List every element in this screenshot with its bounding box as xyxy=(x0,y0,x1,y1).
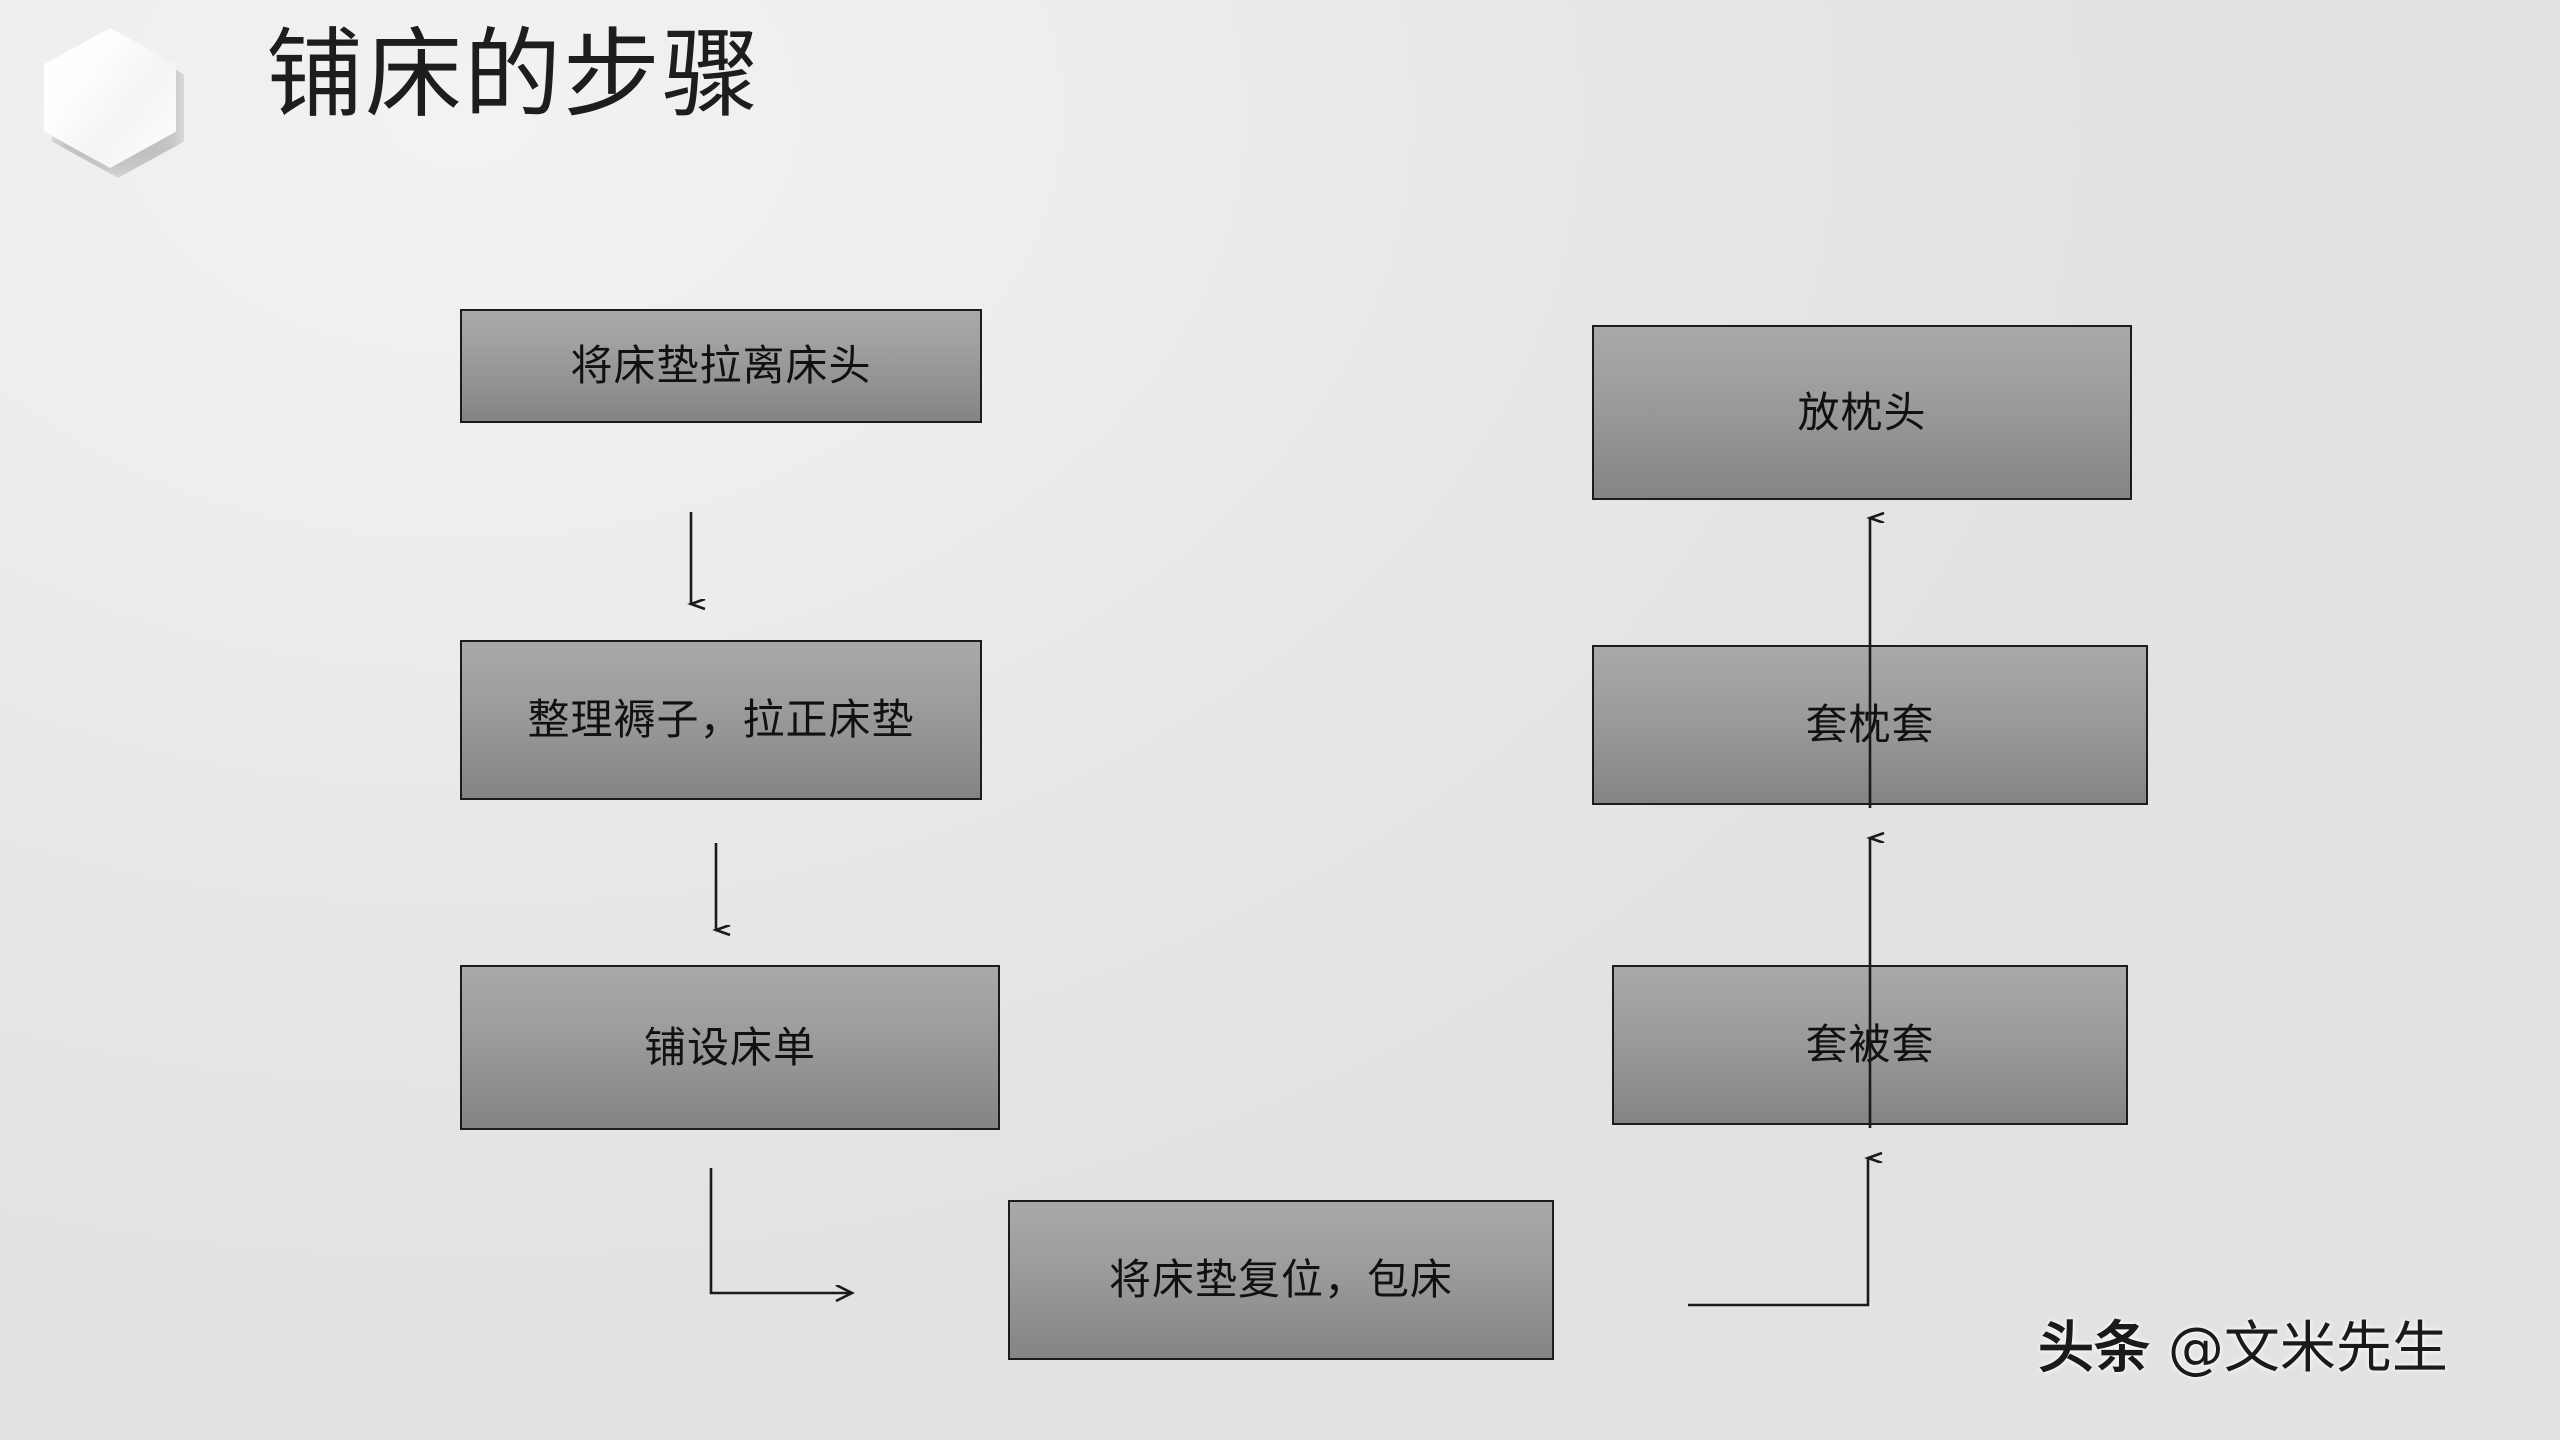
flow-node-label: 铺设床单 xyxy=(643,1022,816,1072)
flow-node-label: 将床垫复位，包床 xyxy=(1108,1255,1453,1305)
page-title: 铺床的步骤 xyxy=(266,18,761,131)
flow-node-label: 将床垫拉离床头 xyxy=(570,341,872,391)
flow-node-tidy-mattress-pad[interactable]: 整理褥子，拉正床垫 xyxy=(460,640,982,800)
watermark: 头条 @文米先生 xyxy=(2038,1303,2448,1384)
flow-node-lay-bed-sheet[interactable]: 铺设床单 xyxy=(460,965,1000,1130)
flow-node-label: 整理褥子，拉正床垫 xyxy=(527,695,915,745)
flow-node-reposition-mattress-wrap-bed[interactable]: 将床垫复位，包床 xyxy=(1008,1200,1554,1360)
hexagon-icon xyxy=(38,22,208,197)
flow-node-label: 套被套 xyxy=(1805,1020,1935,1070)
flow-node-label: 放枕头 xyxy=(1797,387,1927,437)
flow-node-pull-mattress-away-from-headboard[interactable]: 将床垫拉离床头 xyxy=(460,309,982,423)
arrow-node3-to-node4 xyxy=(709,1168,852,1293)
flow-node-label: 套枕套 xyxy=(1805,700,1935,750)
watermark-handle: @文米先生 xyxy=(2167,1316,2448,1381)
flow-node-put-quilt-cover-on[interactable]: 套被套 xyxy=(1612,965,2128,1125)
watermark-platform: 头条 xyxy=(2038,1316,2150,1381)
flow-node-put-pillowcase-on[interactable]: 套枕套 xyxy=(1592,645,2148,805)
flow-node-place-pillow[interactable]: 放枕头 xyxy=(1592,325,2132,500)
arrow-node4-to-node5 xyxy=(1688,1158,1868,1307)
